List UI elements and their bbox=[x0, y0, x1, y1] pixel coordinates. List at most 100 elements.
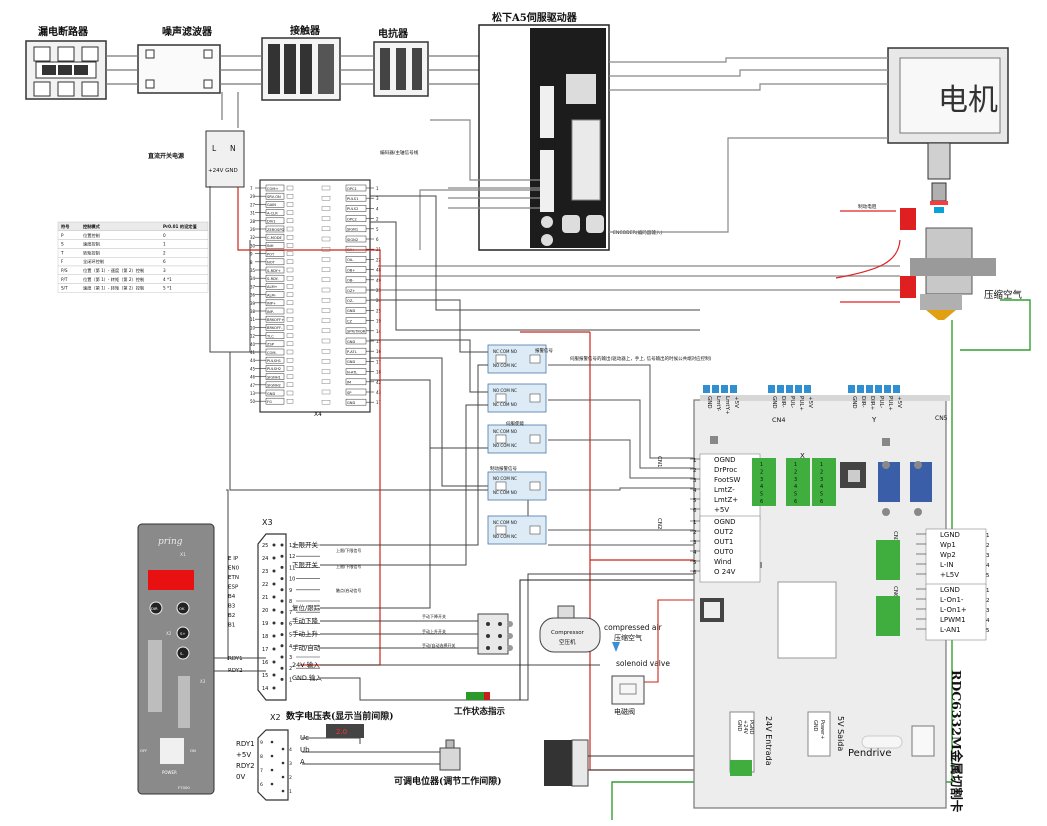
servo-cn-pin-number: 45 bbox=[250, 366, 256, 371]
card-terminal-number: 2 bbox=[794, 469, 797, 475]
servo-cn-pin-number: 11 bbox=[250, 317, 256, 322]
psu-l: L bbox=[212, 144, 217, 153]
x3-function-label: 手动上升 bbox=[292, 629, 319, 638]
servo-cn-pin-number: 49 bbox=[376, 278, 382, 283]
card-top-pin-label: +5V bbox=[807, 396, 813, 408]
solenoid-cn: 电磁阀 bbox=[614, 707, 635, 716]
key-ok[interactable]: OK bbox=[179, 606, 185, 611]
card-pin-number: 5 bbox=[693, 560, 697, 566]
servo-cn-signal: IM bbox=[347, 381, 351, 385]
mode-table-cell: P bbox=[61, 233, 64, 238]
card-pin-label: FootSW bbox=[714, 476, 741, 484]
wire-note-up: 手动上升开关 bbox=[422, 628, 446, 634]
entrada-pin: PGND bbox=[748, 720, 754, 735]
card-pin-label: LmtZ+ bbox=[714, 496, 738, 504]
noise-filter-label: 噪声滤波器 bbox=[162, 25, 213, 38]
card-pin-number: 1 bbox=[986, 533, 990, 539]
compressed-air-label: 压缩空气 bbox=[984, 289, 1023, 301]
psu-n: N bbox=[230, 144, 236, 153]
card-terminal-number: 3 bbox=[820, 477, 823, 483]
relay-pin-labels: NO COM NC bbox=[493, 476, 517, 481]
servo-cn-pin-number: 1 bbox=[376, 186, 379, 191]
card-pin-label: L-On1- bbox=[940, 596, 964, 604]
mode-table-cell: 位置（第 1）- 转矩（第 2）控制 bbox=[83, 276, 144, 283]
x3-pin-right: 9 bbox=[289, 588, 292, 594]
x2-pin: 1 bbox=[289, 789, 292, 795]
x2-wires bbox=[302, 737, 440, 765]
breaker-label: 漏电断路器 bbox=[38, 25, 89, 38]
card-pin-label: L-AN1 bbox=[940, 626, 961, 634]
key-s-plus[interactable]: S+ bbox=[180, 631, 186, 636]
card-pin-number: 4 bbox=[986, 563, 990, 569]
card-pin-label: OGND bbox=[714, 456, 736, 464]
x2-signal-label: 0V bbox=[236, 773, 245, 781]
x3-pin-left: 17 bbox=[262, 647, 268, 653]
motor-wires bbox=[352, 57, 900, 291]
x2-right-label: A bbox=[300, 758, 305, 766]
card-pin-label: L-IN bbox=[940, 561, 954, 569]
contactor-label: 接触器 bbox=[290, 24, 321, 37]
card-pin-number: 5 bbox=[986, 573, 990, 579]
x3-pin-left: 15 bbox=[262, 673, 268, 679]
x3-pin-left: 23 bbox=[262, 569, 268, 575]
card-top-pin-label: PUL- bbox=[789, 396, 795, 408]
servo-cn-signal: INP+ bbox=[267, 302, 276, 306]
card-cn5-header: CN5 bbox=[935, 415, 948, 422]
wire-note-down: 手动下降开关 bbox=[422, 613, 446, 619]
x3-function-label: GND 输入 bbox=[292, 673, 322, 682]
pendant: pring X1 DIR OK S+ S- X2 X3 OFF ON POWER… bbox=[137, 523, 215, 795]
card-terminal-number: 1 bbox=[820, 462, 823, 468]
card-top-pin-label: PUL- bbox=[878, 396, 884, 408]
card-pin-number: 3 bbox=[693, 540, 697, 546]
x3-wires bbox=[214, 364, 700, 701]
key-dir[interactable]: DIR bbox=[151, 606, 158, 611]
x2-right-label: Ub bbox=[300, 746, 310, 754]
x2-pin: 7 bbox=[260, 768, 263, 774]
motor-label: 电机 bbox=[938, 83, 998, 118]
wire-note-lower: 上限/下限信号 bbox=[336, 563, 361, 569]
servo-cn-signal: POT bbox=[267, 252, 275, 256]
x2-pin: 6 bbox=[260, 782, 263, 788]
mode-table-cell: 1 bbox=[163, 242, 166, 247]
servo-cn-pin-number: 40 bbox=[250, 342, 256, 347]
card-cn4-header: CN4 bbox=[772, 416, 786, 424]
mode-table-cell: P/T bbox=[61, 277, 68, 282]
x3-pin-left: 24 bbox=[262, 556, 268, 562]
key-s-minus[interactable]: S- bbox=[180, 651, 184, 656]
card-terminal-number: 3 bbox=[760, 477, 763, 483]
x3-signal-label: B1 bbox=[228, 623, 235, 629]
servo-cn-pin-number: 31 bbox=[250, 211, 256, 216]
x3-pin-right: 11 bbox=[289, 565, 295, 571]
relay-pin-labels: NC COM NO bbox=[493, 490, 517, 495]
x3-title: X3 bbox=[262, 518, 273, 527]
card-pin-number: 2 bbox=[986, 543, 990, 549]
card-pin-number: 1 bbox=[693, 458, 697, 464]
breaker: 漏电断路器 bbox=[25, 25, 107, 100]
compressor: Compressor 空压机 compressed air 压缩空气 bbox=[539, 605, 663, 653]
meter-reading: 2.0 bbox=[336, 728, 347, 736]
mode-table-cell: 位置（第 1）- 速度（第 2）控制 bbox=[83, 267, 144, 274]
card-terminal-number: 5 bbox=[794, 492, 797, 498]
servo-cn-signal: ALM- bbox=[267, 293, 277, 297]
x3-pin-left: 20 bbox=[262, 608, 268, 614]
card-pin-number: 2 bbox=[986, 598, 990, 604]
card-terminal-number: 2 bbox=[760, 469, 763, 475]
status-light: 工作状态指示 bbox=[454, 692, 506, 717]
servo-cn-pin-number: 36 bbox=[250, 293, 256, 298]
card-terminal-number: 1 bbox=[794, 462, 797, 468]
wire-note-auto: 手动/自动选择开关 bbox=[422, 642, 455, 648]
x3-signal-label: B3 bbox=[228, 604, 236, 610]
x3-pin-right: 6 bbox=[289, 621, 292, 627]
relay-pin-labels: NO COM NC bbox=[493, 443, 517, 448]
card-top-pin-label: +5V bbox=[896, 396, 902, 408]
entrada-label: 24V Entrada bbox=[764, 716, 773, 766]
mode-table-cell: T bbox=[60, 250, 64, 255]
card-pin-label: OUT1 bbox=[714, 538, 733, 546]
card-terminal-number: 6 bbox=[820, 499, 823, 505]
card-pin-label: Wp1 bbox=[940, 541, 956, 549]
card-pin-label: LGND bbox=[940, 531, 960, 539]
pendant-model: F7000 bbox=[178, 785, 190, 790]
